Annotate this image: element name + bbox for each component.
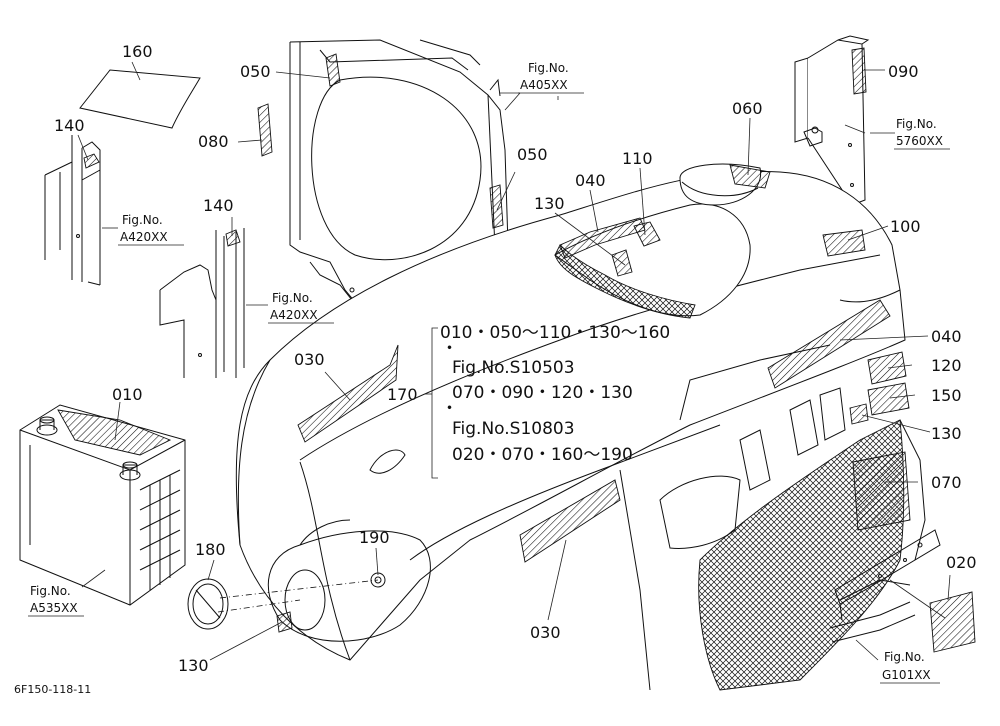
callout-010: 010 bbox=[112, 385, 143, 404]
callout-130-top: 130 bbox=[534, 194, 565, 213]
legend-line-4: Fig.No.S10803 bbox=[452, 419, 575, 439]
callout-190: 190 bbox=[359, 528, 390, 547]
callout-160: 160 bbox=[122, 42, 153, 61]
fig-a420-left-label: Fig.No. bbox=[122, 213, 163, 227]
battery bbox=[19, 404, 186, 606]
callout-130-side: 130 bbox=[931, 424, 962, 443]
fig-a420-left-code: A420XX bbox=[120, 230, 168, 244]
callout-020: 020 bbox=[946, 553, 977, 572]
sticker-030-front bbox=[519, 479, 621, 563]
callout-050-top: 050 bbox=[240, 62, 271, 81]
fig-g101-code: G101XX bbox=[882, 668, 931, 682]
callout-040-top: 040 bbox=[575, 171, 606, 190]
sticker-020 bbox=[929, 591, 976, 653]
leader-lines bbox=[77, 61, 951, 661]
fig-a405-code: A405XX bbox=[520, 78, 568, 92]
callout-140-center: 140 bbox=[203, 196, 234, 215]
callout-140-left: 140 bbox=[54, 116, 85, 135]
fig-g101-label: Fig.No. bbox=[884, 650, 925, 664]
air-intake bbox=[554, 163, 771, 319]
sticker-100 bbox=[822, 229, 866, 257]
callout-120: 120 bbox=[931, 356, 962, 375]
figure-references: Fig.No. A405XX Fig.No. A420XX Fig.No. A4… bbox=[28, 61, 950, 684]
fig-a535-code: A535XX bbox=[30, 601, 78, 615]
lens-ring-180 bbox=[187, 578, 229, 630]
headlight bbox=[267, 449, 431, 642]
callout-080: 080 bbox=[198, 132, 229, 151]
callout-130-bottom: 130 bbox=[178, 656, 209, 675]
callout-110: 110 bbox=[622, 149, 653, 168]
sticker-130-side bbox=[849, 403, 869, 425]
sticker-120 bbox=[867, 351, 907, 385]
legend-dot-1: ・ bbox=[441, 339, 458, 359]
fig-5760-code: 5760XX bbox=[896, 134, 943, 148]
sticker-130-small bbox=[276, 611, 293, 633]
callout-030-top: 030 bbox=[294, 350, 325, 369]
radiator-shroud bbox=[289, 39, 509, 321]
left-bracket-140 bbox=[44, 135, 101, 286]
fig-a420-center-code: A420XX bbox=[270, 308, 318, 322]
callout-180: 180 bbox=[195, 540, 226, 559]
step-bracket bbox=[829, 529, 941, 643]
callout-100: 100 bbox=[890, 217, 921, 236]
callout-070: 070 bbox=[931, 473, 962, 492]
legend-block: 010・050～110・130～160 ・ Fig.No.S10503 070・… bbox=[440, 323, 670, 465]
callout-170: 170 bbox=[387, 385, 418, 404]
diagram-code: 6F150-118-11 bbox=[14, 683, 91, 696]
sticker-160-sheet bbox=[79, 69, 201, 129]
legend-line-1: 010・050～110・130～160 bbox=[440, 323, 670, 343]
callout-labels: 160 140 140 050 050 080 060 110 040 130 … bbox=[54, 42, 977, 675]
callout-050-right: 050 bbox=[517, 145, 548, 164]
sticker-070 bbox=[852, 451, 911, 531]
fig-a420-center-label: Fig.No. bbox=[272, 291, 313, 305]
callout-090: 090 bbox=[888, 62, 919, 81]
sticker-030-top bbox=[297, 344, 399, 443]
callout-030-front: 030 bbox=[530, 623, 561, 642]
legend-dot-2: ・ bbox=[441, 399, 458, 419]
sticker-150 bbox=[867, 382, 910, 416]
fig-a535-label: Fig.No. bbox=[30, 584, 71, 598]
sticker-040-right bbox=[767, 299, 891, 389]
callout-150: 150 bbox=[931, 386, 962, 405]
legend-line-2: Fig.No.S10503 bbox=[452, 358, 575, 378]
fig-5760-label: Fig.No. bbox=[896, 117, 937, 131]
legend-line-5: 020・070・160～190 bbox=[452, 445, 633, 465]
fig-a405-label: Fig.No. bbox=[528, 61, 569, 75]
center-bracket-140 bbox=[159, 228, 245, 378]
legend-line-3: 070・090・120・130 bbox=[452, 383, 633, 403]
callout-060: 060 bbox=[732, 99, 763, 118]
callout-040-right: 040 bbox=[931, 327, 962, 346]
sticker-080 bbox=[257, 103, 273, 157]
